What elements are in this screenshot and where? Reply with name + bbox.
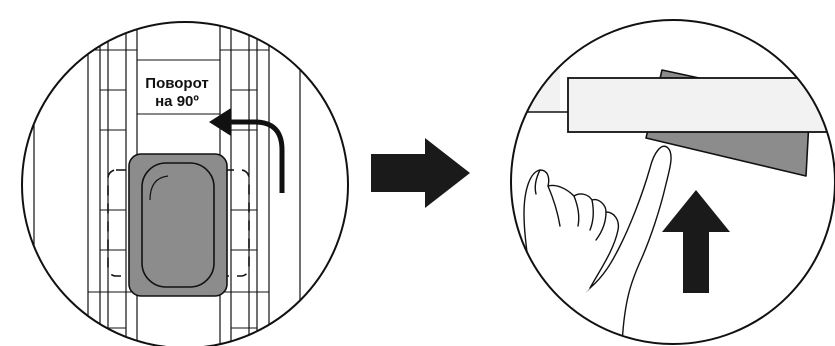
rotate-ccw-arrow-icon [209,108,285,193]
rail-frame [33,22,301,346]
rotation-caption-line2: на 90º [155,93,199,110]
arrow-up-icon [662,190,730,293]
rail-bar [567,77,835,133]
clip-part [128,153,228,297]
arrow-right-icon [371,138,470,208]
rotation-caption-line1: Поворот [145,75,208,92]
rail-rungs [88,49,269,329]
